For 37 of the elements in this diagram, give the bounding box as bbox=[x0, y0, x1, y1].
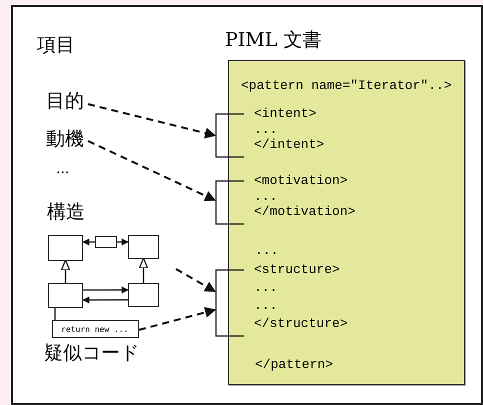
ellipsis-text: ... bbox=[254, 190, 278, 203]
ellipsis-text: ... bbox=[254, 281, 278, 294]
item-label: 項目 bbox=[37, 36, 75, 55]
arrow bbox=[83, 286, 129, 294]
dashed-arrow bbox=[88, 140, 216, 202]
code-note: return new ... bbox=[52, 320, 139, 338]
ellipsis-text: ... bbox=[56, 162, 70, 176]
xml-tag: <structure> bbox=[254, 263, 340, 276]
arrow bbox=[82, 238, 95, 246]
inheritance-arrow bbox=[60, 259, 70, 283]
item-label: 目的 bbox=[46, 92, 88, 114]
document-title: PIML 文書 bbox=[225, 31, 322, 50]
dashed-arrow bbox=[176, 268, 216, 292]
arrow bbox=[82, 296, 128, 304]
xml-tag: <motivation> bbox=[254, 174, 348, 187]
class-box bbox=[128, 235, 159, 259]
inheritance-arrow bbox=[138, 257, 148, 283]
xml-tag: </pattern> bbox=[255, 358, 334, 371]
class-box bbox=[128, 283, 159, 307]
xml-tag: </intent> bbox=[254, 138, 324, 151]
item-label: 構造 bbox=[47, 203, 85, 222]
dashed-arrow bbox=[138, 307, 216, 331]
ellipsis-text: ... bbox=[254, 299, 278, 312]
arrow bbox=[117, 238, 129, 246]
class-box bbox=[95, 236, 117, 248]
ellipsis-text: ... bbox=[254, 123, 278, 136]
item-label: 疑似コード bbox=[44, 344, 139, 363]
connector-line bbox=[54, 308, 56, 320]
xml-tag: <pattern name="Iterator"..> bbox=[241, 79, 452, 92]
xml-tag: <intent> bbox=[254, 107, 316, 120]
xml-tag: </motivation> bbox=[254, 205, 356, 218]
item-label: 動機 bbox=[46, 130, 88, 152]
class-box bbox=[48, 283, 83, 308]
xml-tag: </structure> bbox=[254, 317, 348, 330]
dashed-arrow bbox=[88, 103, 216, 138]
ellipsis-text: ... bbox=[255, 244, 278, 257]
class-box bbox=[48, 235, 83, 261]
